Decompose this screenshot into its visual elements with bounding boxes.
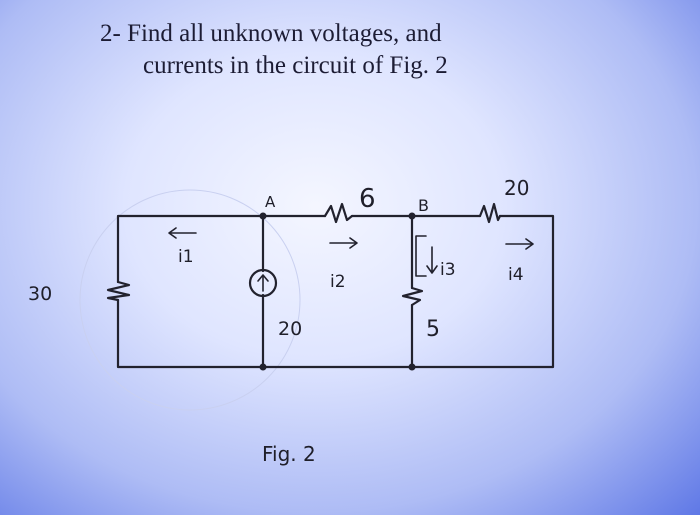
node-a-label: A bbox=[265, 193, 276, 211]
up-arrow-icon bbox=[257, 274, 269, 292]
node-b-dot bbox=[408, 212, 416, 220]
resistor-30-zigzag bbox=[106, 280, 131, 302]
current-i3-label: i3 bbox=[440, 260, 456, 280]
resistor-5-zigzag bbox=[401, 286, 424, 307]
resistor-6-label: 6 bbox=[359, 184, 376, 214]
node-a-dot bbox=[259, 212, 267, 220]
resistor-30-label: 30 bbox=[28, 283, 52, 305]
wire-outer-right-bottom bbox=[116, 214, 555, 369]
question-line-2: currents in the circuit of Fig. 2 bbox=[143, 52, 448, 79]
resistor-20-top-label: 20 bbox=[504, 176, 529, 200]
current-source-circle bbox=[248, 268, 278, 298]
i2-arrow-icon bbox=[329, 237, 358, 249]
i1-arrow-icon bbox=[168, 227, 197, 239]
current-i2-label: i2 bbox=[330, 272, 346, 292]
current-i4-label: i4 bbox=[508, 265, 524, 285]
question-text: 2- Find all unknown voltages, and curren… bbox=[100, 18, 620, 82]
wire-top-left bbox=[116, 214, 327, 284]
resistor-6-zigzag bbox=[323, 202, 354, 224]
node-bottom-dot-1 bbox=[259, 363, 267, 371]
i3-bracket bbox=[415, 235, 427, 277]
node-b-label: B bbox=[418, 196, 429, 215]
question-line-1: 2- Find all unknown voltages, and bbox=[100, 20, 442, 47]
i3-arrow-icon bbox=[426, 246, 438, 274]
i4-arrow-icon bbox=[505, 238, 534, 250]
resistor-5-label: 5 bbox=[426, 317, 440, 342]
figure-caption: Fig. 2 bbox=[262, 442, 316, 466]
smudge-circle bbox=[79, 189, 301, 411]
node-bottom-dot-2 bbox=[408, 363, 416, 371]
current-i1-label: i1 bbox=[178, 247, 194, 267]
source-20-label: 20 bbox=[278, 318, 302, 340]
resistor-20-zigzag bbox=[478, 202, 502, 224]
